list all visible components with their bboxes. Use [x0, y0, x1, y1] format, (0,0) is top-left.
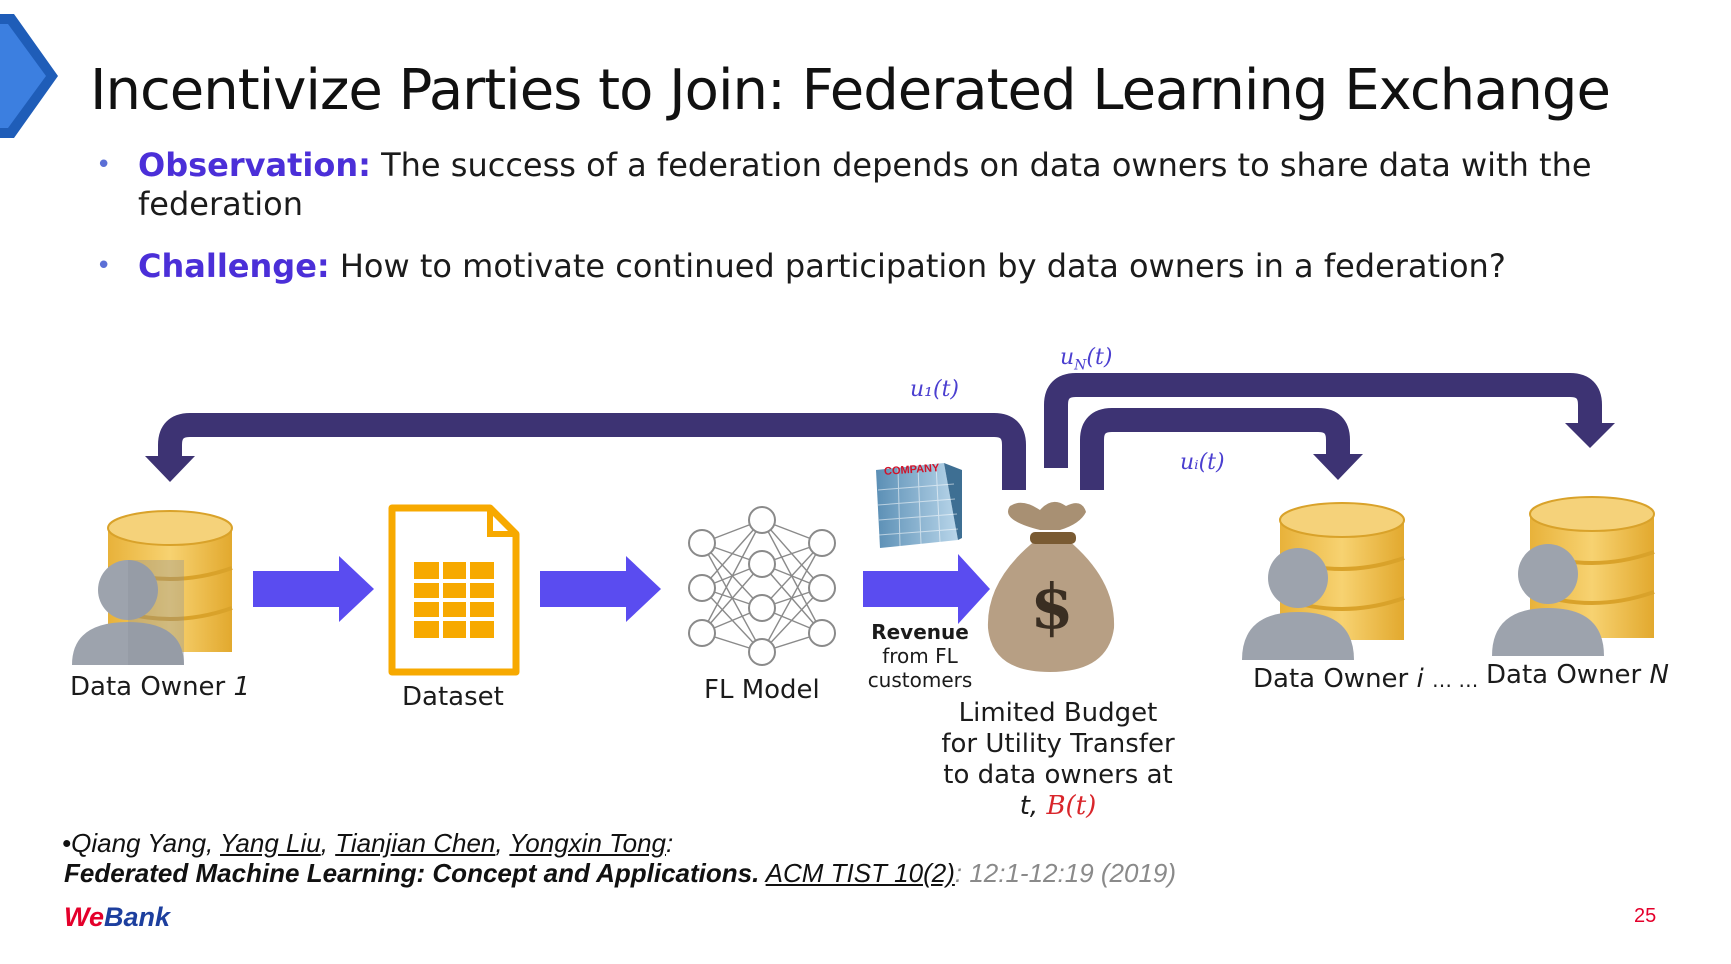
spreadsheet-icon: [388, 504, 520, 676]
return-arrow-owner-n: [1044, 373, 1602, 468]
return-arrowhead-1: [145, 456, 195, 482]
return-arrowhead-n: [1565, 423, 1615, 448]
bullet-observation: • Observation: The success of a federati…: [96, 146, 1596, 226]
reference-authors: •Qiang Yang, Yang Liu, Tianjian Chen, Yo…: [62, 828, 674, 858]
label-limited-budget: Limited Budget for Utility Transfer to d…: [941, 698, 1175, 821]
bullet-keyword: Challenge:: [138, 247, 330, 285]
reference-link-venue[interactable]: ACM TIST 10(2): [765, 858, 955, 888]
utility-label-un: uN(t): [1060, 345, 1113, 374]
bullet-dot: •: [96, 150, 112, 180]
reference-paper: Federated Machine Learning: Concept and …: [64, 858, 1177, 888]
svg-text:$: $: [1030, 570, 1073, 643]
money-bag-icon: $: [987, 501, 1115, 672]
bullet-text: How to motivate continued participation …: [329, 247, 1506, 285]
database-person-icon: [1492, 496, 1655, 656]
page-number: 25: [1634, 905, 1657, 927]
return-arrowhead-i: [1313, 454, 1363, 480]
bullet-dot: •: [96, 251, 112, 281]
label-fl-model: FL Model: [704, 675, 820, 705]
label-data-owner-i: Data Owner i … …: [1253, 664, 1479, 694]
database-person-icon: [72, 510, 233, 665]
label-data-owner-1: Data Owner 1: [70, 672, 251, 702]
reference-link-author[interactable]: Yang Liu: [220, 828, 321, 858]
reference-link-author[interactable]: Tianjian Chen: [335, 828, 496, 858]
return-arrow-owner-1: [158, 413, 1026, 490]
label-dataset: Dataset: [402, 682, 504, 712]
bullet-text-cont: federation: [138, 185, 304, 223]
utility-label-u1: u₁(t): [910, 377, 959, 402]
arrow-right-icon: [253, 556, 374, 622]
accent-chevron-icon: [0, 14, 58, 138]
company-building-icon: [876, 463, 962, 548]
utility-label-ui: uᵢ(t): [1180, 450, 1225, 475]
return-arrow-owner-i: [1080, 408, 1350, 490]
bullet-keyword: Observation:: [138, 146, 371, 184]
database-person-icon: [1242, 502, 1405, 660]
label-revenue: Revenue from FL customers: [867, 620, 973, 692]
neural-network-icon: [688, 506, 836, 666]
webank-logo: WeBank: [64, 902, 171, 932]
arrow-right-icon: [863, 554, 990, 624]
arrow-right-icon: [540, 556, 661, 622]
bullet-text: The success of a federation depends on d…: [370, 146, 1592, 184]
label-data-owner-n: Data Owner N: [1486, 660, 1669, 690]
reference-title: Federated Machine Learning: Concept and …: [64, 858, 760, 888]
bullet-challenge: • Challenge: How to motivate continued p…: [96, 247, 1596, 287]
slide-title: Incentivize Parties to Join: Federated L…: [90, 58, 1611, 123]
reference-link-author[interactable]: Yongxin Tong: [509, 828, 666, 858]
